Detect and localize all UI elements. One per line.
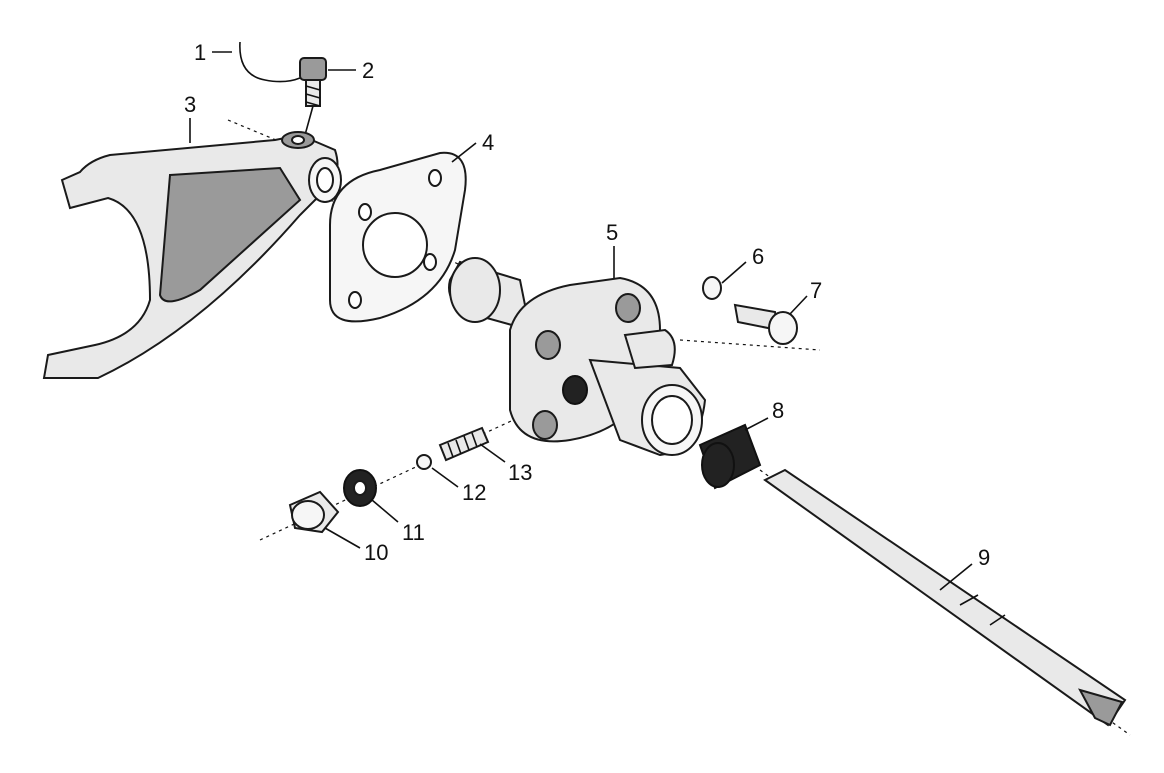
- part-4-gasket: [329, 151, 467, 323]
- part-13-spring: [438, 426, 490, 462]
- leader-9: [939, 563, 973, 591]
- part-8-gear: [698, 423, 762, 490]
- leader-8: [744, 417, 769, 431]
- callout-3: 3: [184, 92, 196, 117]
- callout-13: 13: [508, 460, 532, 485]
- part-5-housing: [448, 257, 707, 457]
- part-9-shaft: [763, 468, 1127, 727]
- leader-12: [431, 467, 459, 488]
- leader-4: [451, 142, 477, 163]
- part-3-shift-fork: [42, 131, 342, 379]
- part-1-wire: [239, 41, 301, 83]
- callout-12: 12: [462, 480, 486, 505]
- callout-11: 11: [402, 520, 425, 545]
- leader-7: [789, 295, 808, 315]
- leader-10: [324, 527, 361, 549]
- leader-11: [371, 499, 399, 523]
- callout-6: 6: [752, 244, 764, 269]
- callout-1: 1: [194, 40, 206, 65]
- callout-10: 10: [364, 540, 388, 565]
- callout-7: 7: [810, 278, 822, 303]
- leader-13: [479, 443, 506, 463]
- callout-2: 2: [362, 58, 374, 83]
- part-2-bolt: [299, 57, 327, 136]
- part-6-ring: [702, 276, 722, 300]
- part-10-cap-nut: [288, 490, 340, 534]
- leader-6: [721, 261, 747, 284]
- part-12-ball: [416, 454, 432, 470]
- callout-8: 8: [772, 398, 784, 423]
- part-7-pin: [733, 303, 798, 345]
- callout-9: 9: [978, 545, 990, 570]
- callout-4: 4: [482, 130, 494, 155]
- part-11-washer: [343, 469, 377, 507]
- callout-5: 5: [606, 220, 618, 245]
